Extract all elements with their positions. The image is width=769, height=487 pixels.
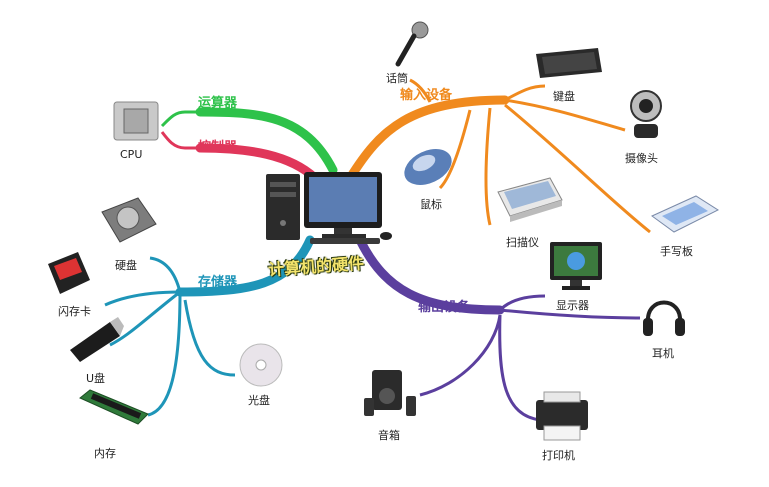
storage-leaf-cd (183, 299, 236, 377)
leaf-label-memory: 内存 (94, 447, 116, 460)
keyboard-icon (532, 46, 604, 84)
storage-leaf-usb (109, 290, 181, 347)
leaf-label-mouse: 鼠标 (420, 198, 442, 211)
storage-leaf-harddisk (149, 256, 182, 293)
input-leaf-keyboard (504, 84, 546, 102)
control-branch-line (195, 143, 320, 183)
drawing-tablet-icon (648, 192, 720, 240)
leaf-label-flashcard: 闪存卡 (58, 305, 91, 318)
leaf-label-cd: 光盘 (248, 394, 270, 407)
branch-label-output: 输出设备 (418, 300, 471, 315)
headphones-icon (640, 292, 688, 344)
output-branch-line (355, 235, 505, 315)
leaf-label-keyboard: 键盘 (553, 90, 575, 103)
leaf-label-harddisk: 硬盘 (115, 259, 137, 272)
printer-icon (530, 388, 594, 446)
input-leaf-mic (409, 78, 432, 103)
output-leaf-headphones (499, 308, 641, 320)
leaf-label-scanner: 扫描仪 (506, 236, 539, 249)
webcam-icon (626, 88, 666, 146)
hard-disk-icon (98, 196, 160, 250)
input-leaf-scanner (484, 107, 492, 226)
output-leaf-speaker (419, 314, 502, 397)
branch-label-input: 输入设备 (400, 88, 453, 103)
leaf-label-headphones: 耳机 (652, 347, 674, 360)
speaker-icon (362, 368, 424, 424)
input-leaf-tablet (504, 103, 651, 234)
mouse-icon (400, 146, 456, 192)
monitor-icon (548, 240, 604, 296)
usb-drive-icon (66, 316, 126, 368)
leaf-label-camera: 摄像头 (625, 152, 658, 165)
leaf-label-monitor: 显示器 (556, 299, 589, 312)
storage-leaf-flash (104, 290, 181, 307)
cpu-chip-icon (112, 100, 160, 146)
control-leaf-line (160, 131, 200, 150)
cd-disc-icon (238, 342, 284, 392)
leaf-label-usb: U盘 (86, 372, 106, 385)
input-branch-line (345, 95, 510, 183)
scanner-icon (494, 172, 566, 226)
input-leaf-mouse (438, 109, 472, 190)
ram-stick-icon (76, 388, 152, 432)
storage-branch-line (175, 235, 315, 297)
output-leaf-monitor (498, 294, 546, 312)
input-leaf-camera (504, 98, 626, 132)
alu-leaf-line (160, 110, 200, 128)
leaf-label-tablet: 手写板 (660, 245, 693, 258)
storage-leaf-memory (147, 291, 182, 417)
leaf-label-speaker: 音箱 (378, 429, 400, 442)
leaf-label-printer: 打印机 (542, 449, 575, 462)
branch-label-control: 控制器 (198, 140, 238, 155)
leaf-label-microphone: 话筒 (386, 72, 408, 85)
alu-branch-line (195, 107, 338, 175)
microphone-icon (392, 20, 432, 72)
output-leaf-printer (498, 314, 541, 422)
flash-card-icon (42, 250, 94, 302)
branch-label-storage: 存储器 (198, 275, 238, 290)
branch-label-alu: 运算器 (198, 96, 238, 111)
desktop-computer-icon (262, 168, 394, 248)
leaf-label-cpu: CPU (120, 148, 143, 161)
